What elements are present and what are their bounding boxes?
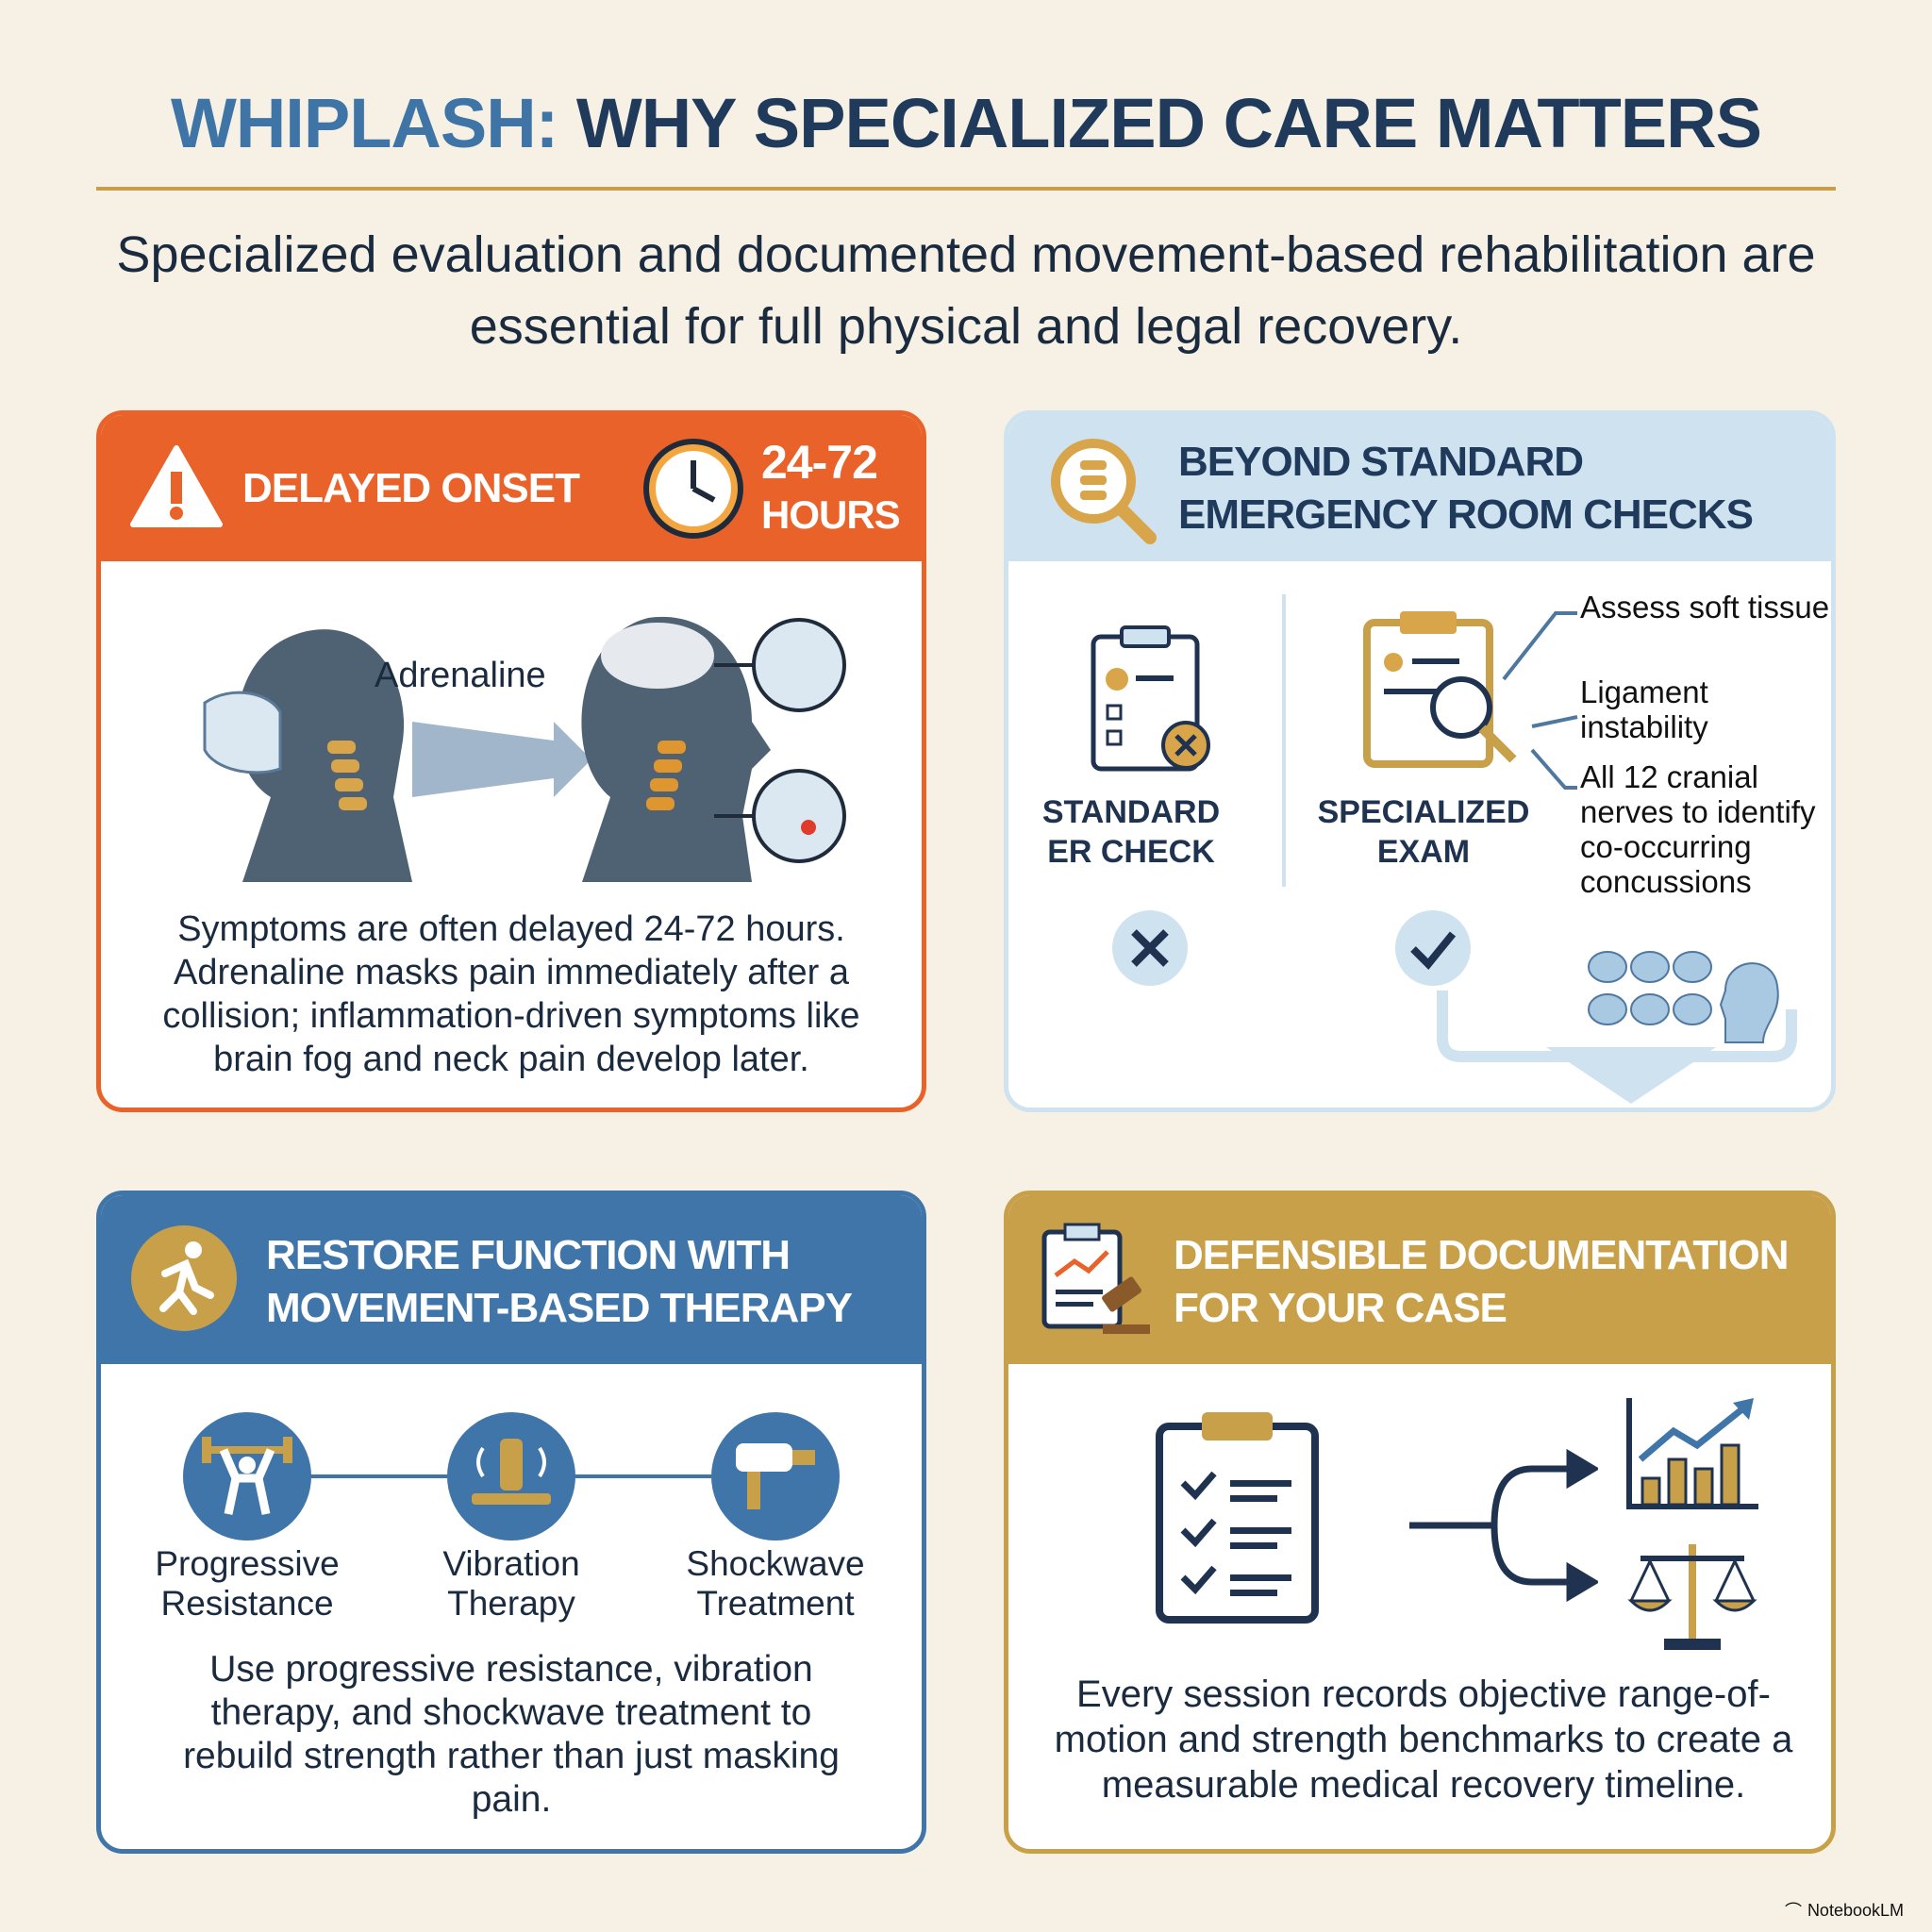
panel-documentation: DEFENSIBLE DOCUMENTATION FOR YOUR CASE E… (1004, 1191, 1836, 1854)
brains-icon (1588, 951, 1779, 1043)
bullet-ligament: Ligament instability (1580, 675, 1708, 744)
scales-of-justice-icon (1627, 1544, 1757, 1650)
checklist-clipboard-icon (1156, 1412, 1319, 1624)
subtitle: Specialized evaluation and documented mo… (116, 226, 1816, 355)
panel-body: Symptoms are often delayed 24-72 hours. … (162, 909, 860, 1079)
clock-icon (643, 439, 743, 539)
bullet-cranial-nerves: All 12 cranial nerves to identify co-occ… (1580, 759, 1816, 899)
bar-chart-icon (1626, 1398, 1758, 1509)
panel-header: DELAYED ONSET 24-72 HOURS (101, 415, 922, 561)
shockwave-device-icon (711, 1412, 840, 1541)
page-title: WHIPLASH: WHY SPECIALIZED CARE MATTERS (171, 84, 1762, 162)
branch-arrows (1409, 1448, 1598, 1603)
panel-beyond-er: BEYOND STANDARD EMERGENCY ROOM CHECKS ST… (1004, 410, 1836, 1112)
divider (1282, 594, 1286, 887)
panel-header: DEFENSIBLE DOCUMENTATION FOR YOUR CASE (1008, 1195, 1831, 1364)
vibration-device-icon (447, 1412, 575, 1541)
specialized-clipboard-icon (1363, 611, 1517, 768)
panel-body: Use progressive resistance, vibration th… (183, 1649, 840, 1820)
warning-icon (130, 445, 223, 527)
spine-magnifier-icon (1051, 439, 1157, 544)
brand-watermark: ⌒NotebookLM (1785, 1898, 1904, 1923)
notebooklm-logo-icon: ⌒ (1784, 1902, 1802, 1921)
bullet-soft-tissue: Assess soft tissue (1580, 590, 1830, 625)
adrenaline-label: Adrenaline (375, 656, 546, 695)
flow-arrow (1437, 991, 1797, 1104)
panel-header: RESTORE FUNCTION WITH MOVEMENT-BASED THE… (101, 1195, 922, 1364)
panel-delayed-onset: DELAYED ONSET 24-72 HOURS Adrenaline Sym… (96, 410, 926, 1112)
clipboard-gavel-icon (1041, 1223, 1150, 1334)
standard-clipboard-icon (1091, 625, 1210, 772)
running-person-icon (131, 1225, 237, 1331)
panel-restore-function: RESTORE FUNCTION WITH MOVEMENT-BASED THE… (96, 1191, 926, 1854)
weightlifting-icon (183, 1412, 311, 1541)
check-mark-icon (1395, 910, 1471, 986)
bullet-arrows (1502, 611, 1578, 790)
x-mark-icon (1112, 910, 1188, 986)
panel-body: Every session records objective range-of… (1054, 1674, 1793, 1806)
panel-header: BEYOND STANDARD EMERGENCY ROOM CHECKS (1008, 415, 1831, 561)
title-divider (96, 187, 1836, 191)
adrenaline-illustration (203, 616, 846, 882)
